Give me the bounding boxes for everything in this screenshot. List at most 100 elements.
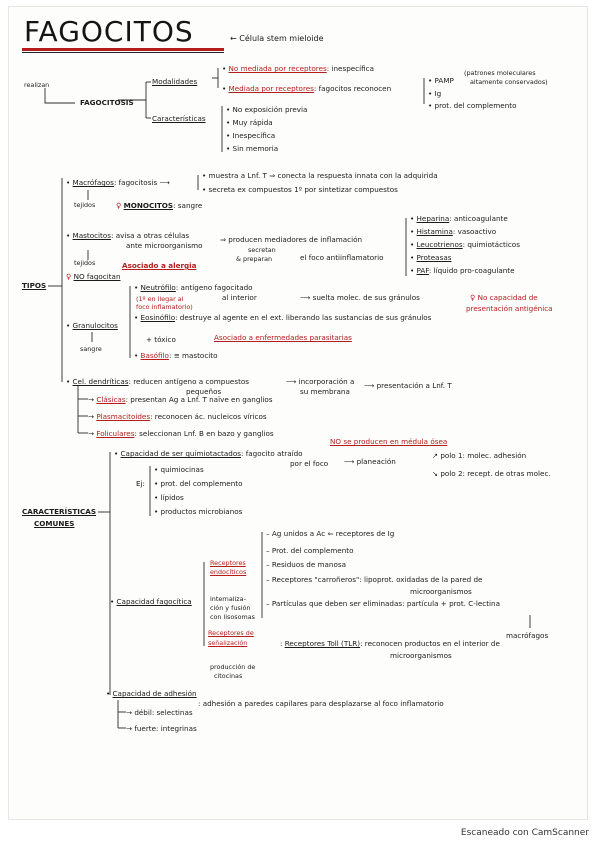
foliculares-a: : seleccionan Lnf. B en bazo y ganglios	[134, 429, 274, 438]
mastocitos-d: secretan	[248, 246, 276, 254]
neutrofilo-e-row: ⟶ suelta molec. de sus gránulos	[300, 293, 420, 302]
mediada-row: • Mediada por receptores: fagocitos reco…	[222, 84, 392, 93]
char-item: • No exposición previa	[226, 105, 308, 114]
neutrofilo-e: suelta molec. de sus gránulos	[312, 293, 420, 302]
sangre-label: sangre	[80, 345, 102, 353]
no-presentacion-1: ♀ No capacidad de	[470, 293, 538, 302]
no-mediada-row: • No mediada por receptores: inespecífic…	[222, 64, 375, 73]
tipos-label: TIPOS	[22, 281, 47, 290]
adhesion-row: • Capacidad de adhesión	[106, 689, 197, 698]
prot-item: • prot. del complemento	[428, 101, 517, 110]
dendriticas-row: • Cel. dendríticas: reducen antígeno a c…	[66, 377, 250, 386]
basofilo-label: Basófilo	[140, 351, 169, 360]
modalidades-label: Modalidades	[152, 77, 198, 86]
macrofagos-label: Macrófagos	[72, 178, 114, 187]
internalizacion-3: con lisosomas	[210, 613, 256, 621]
neutrofilo-d: foco inflamatorio)	[136, 303, 193, 311]
monocitos-label: MONOCITOS	[123, 201, 174, 210]
mastocitos-row: • Mastocitos: avisa a otras células	[66, 231, 190, 240]
endo-item: microorganismos	[410, 587, 472, 596]
rec-endociticos-2: endocíticos	[210, 568, 247, 576]
basofilo-a: : ≡ mastocito	[168, 351, 218, 360]
neutrofilo-a: : antígeno fagocitado	[175, 283, 253, 292]
neutrofilo-b: al interior	[222, 293, 257, 302]
quimiotaxis-label: Capacidad de ser quimiotactados	[120, 449, 241, 458]
pamp-note-1: (patrones moleculares	[464, 69, 536, 77]
ej-item: • prot. del complemento	[154, 479, 243, 488]
notes-page	[8, 6, 588, 820]
mediator-desc: : quimiotácticos	[462, 240, 520, 249]
citocinas-1: producción de	[210, 663, 256, 671]
foliculares-label: Foliculares	[96, 429, 135, 438]
mastocitos-a: : avisa a otras células	[111, 231, 190, 240]
basofilo-row: • Basófilo: ≡ mastocito	[134, 351, 218, 360]
rec-senal-2: señalización	[208, 639, 248, 647]
scanner-watermark: Escaneado con CamScanner	[460, 828, 589, 838]
ig-item: • Ig	[428, 89, 442, 98]
mediator-item: • Leucotrienos: quimiotácticos	[410, 240, 520, 249]
clasicas-label: Clásicas	[96, 395, 126, 404]
mediada-detail: : fagocitos reconocen	[313, 84, 392, 93]
caracteristicas-label: Características	[152, 114, 206, 123]
granulocitos-label: Granulocitos	[72, 321, 118, 330]
macrofagos-detail: : fagocitosis	[113, 178, 158, 187]
no-presentacion-1-text: No capacidad de	[477, 293, 538, 302]
foliculares-row: → Foliculares: seleccionan Lnf. B en baz…	[88, 429, 274, 438]
no-mediada-detail: : inespecífica	[326, 64, 375, 73]
eosinofilo-label: Eosinófilo	[140, 313, 176, 322]
macrofagos-note: macrófagos	[506, 631, 549, 640]
fagocitica-label: Capacidad fagocítica	[116, 597, 192, 606]
debil-row: → débil: selectinas	[126, 708, 193, 717]
mediator-item: • Heparina: anticoagulante	[410, 214, 508, 223]
mediator-name: Leucotrienos	[416, 240, 463, 249]
mastocitos-f: el foco antiinflamatorio	[300, 253, 384, 262]
ej-label: Ej:	[136, 479, 145, 488]
mediator-name: Proteasas	[416, 253, 452, 262]
neutrofilo-label: Neutrófilo	[140, 283, 176, 292]
title-underline	[22, 48, 224, 51]
no-fagocitan-label: NO fagocitan	[73, 272, 121, 281]
eosinofilo-a: : destruye al agente en el ext. liberand…	[175, 313, 432, 322]
toxico-label: + tóxico	[146, 335, 176, 344]
fagocitica-row: • Capacidad fagocítica	[110, 597, 192, 606]
no-presentacion-2: presentación antigénica	[466, 304, 553, 313]
tejidos-label: tejidos	[74, 201, 96, 209]
mediator-item: • PAF: líquido pro-coagulante	[410, 266, 515, 275]
ej-item: • lípidos	[154, 493, 184, 502]
toll-b: microorganismos	[390, 651, 452, 660]
dendriticas-a: : reducen antígeno a compuestos	[128, 377, 250, 386]
eosinofilo-row: • Eosinófilo: destruye al agente en el e…	[134, 313, 432, 322]
endo-item: – Receptores "carroñeros": lipoprot. oxi…	[266, 575, 483, 584]
internalizacion-1: internaliza-	[210, 595, 246, 603]
asociado-alergia: Asociado a alergia	[122, 262, 196, 269]
pamp-note-2: altamente conservados)	[470, 78, 548, 86]
dendriticas-e: presentación a Lnf. T	[376, 381, 452, 390]
comunes-label-1: CARACTERÍSTICAS	[22, 507, 96, 516]
no-fagocitan-row: ♀ NO fagocitan	[66, 272, 121, 281]
neutrofilo-row: • Neutrófilo: antígeno fagocitado	[134, 283, 253, 292]
no-mediada-label: No mediada por receptores	[228, 64, 327, 73]
quimiotaxis-a: : fagocito atraído	[240, 449, 303, 458]
polo-2-row: ↘ polo 2: recept. de otras molec.	[432, 469, 551, 478]
mediator-desc: : anticoagulante	[449, 214, 508, 223]
realizan-label: realizan	[24, 81, 50, 89]
endo-item: – Residuos de manosa	[266, 560, 347, 569]
macrofagos-c: • secreta ex compuestos 1º por sintetiza…	[202, 185, 398, 194]
monocitos-sangre: : sangre	[173, 201, 203, 210]
dendriticas-c: incorporación a	[298, 377, 355, 386]
adhesion-label: Capacidad de adhesión	[112, 689, 197, 698]
char-item: • Inespecífica	[226, 131, 276, 140]
title-underline-secondary	[22, 52, 224, 53]
mediator-name: PAF	[416, 266, 429, 275]
plasmacitoides-label: Plasmacitoides	[96, 412, 151, 421]
toll-a: : reconocen productos en el interior de	[360, 639, 500, 648]
char-item: • Sin memoria	[226, 144, 279, 153]
asociado-parasitarias: Asociado a enfermedades parasitarias	[214, 334, 352, 341]
granulocitos-row: • Granulocitos	[66, 321, 118, 330]
dendriticas-c-row: ⟶ incorporación a	[286, 377, 355, 386]
mediator-item: • Histamina: vasoactivo	[410, 227, 497, 236]
fuerte-label: fuerte: integrinas	[134, 724, 197, 733]
dendriticas-d: su membrana	[300, 387, 350, 396]
debil-label: débil: selectinas	[134, 708, 193, 717]
